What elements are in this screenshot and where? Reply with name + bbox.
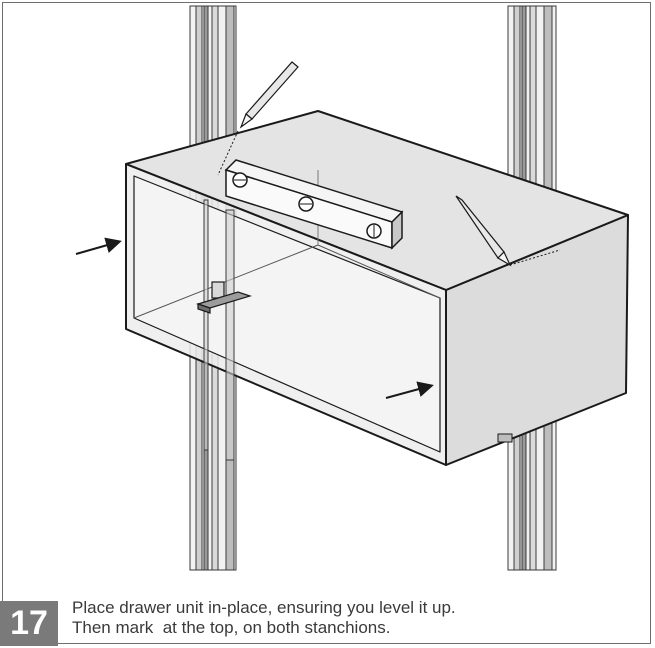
assembly-illustration (75, 5, 629, 571)
box-foot (497, 433, 513, 443)
step-instruction: Place drawer unit in-place, ensuring you… (72, 598, 642, 638)
pencil (455, 195, 561, 267)
pencil (217, 61, 299, 176)
arrow (75, 237, 122, 255)
step-number-badge: 17 (0, 601, 58, 646)
bracket (196, 281, 252, 314)
stanchion-front-sections (203, 199, 235, 461)
instruction-line-2: Then mark at the top, on both stanchions… (72, 618, 391, 637)
arrow (385, 381, 434, 399)
spirit-level (224, 159, 404, 250)
instruction-line-1: Place drawer unit in-place, ensuring you… (72, 598, 456, 617)
